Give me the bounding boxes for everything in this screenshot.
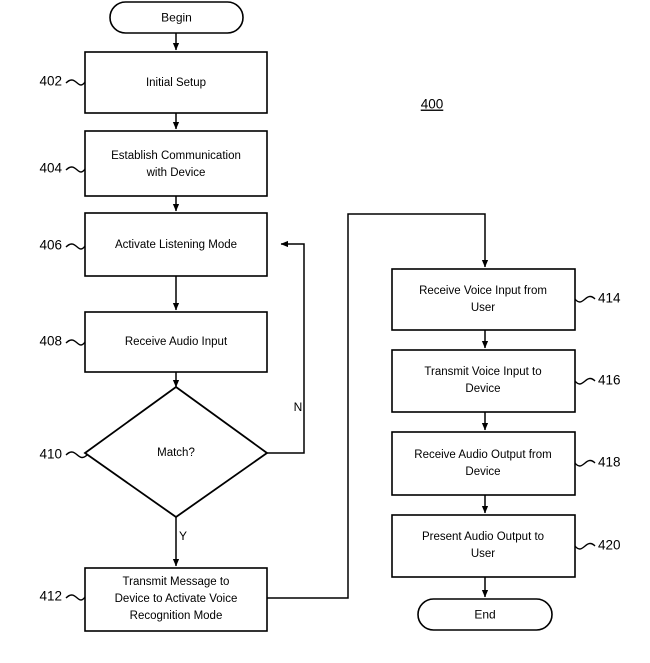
node-416-box [391, 349, 576, 413]
node-416-label-line1: Transmit Voice Input to [424, 366, 541, 378]
node-420-box [391, 514, 576, 578]
ref-number-418: 418 [598, 455, 621, 470]
branch-label-no: N [294, 400, 303, 414]
node-410-label: Match? [157, 447, 195, 459]
node-406-box [84, 212, 268, 277]
leader-420 [574, 542, 596, 550]
leader-414 [574, 295, 596, 303]
ref-number-414: 414 [598, 291, 621, 306]
ref-number-416: 416 [598, 373, 621, 388]
ref-number-402: 402 [39, 74, 62, 89]
connector-412-to-414 [267, 213, 489, 599]
ref-number-420: 420 [598, 538, 621, 553]
node-412-label-line1: Transmit Message to [123, 576, 230, 588]
branch-label-yes: Y [179, 529, 187, 543]
node-420: Present Audio Output to User 420 [391, 514, 621, 578]
node-404: Establish Communication with Device 404 [39, 130, 268, 197]
leader-408 [65, 339, 86, 346]
terminator-begin-label: Begin [161, 11, 192, 25]
node-416-label-line2: Device [465, 383, 500, 395]
leader-418 [574, 459, 596, 467]
node-408: Receive Audio Input 408 [39, 311, 268, 373]
node-408-label: Receive Audio Input [125, 336, 228, 348]
figure-number-label: 400 [421, 97, 444, 112]
ref-number-404: 404 [39, 161, 62, 176]
node-414-label-line1: Receive Voice Input from [419, 285, 547, 297]
node-414-box [391, 268, 576, 331]
terminator-begin: Begin [109, 1, 244, 34]
leader-416 [574, 377, 596, 385]
node-420-label-line2: User [471, 548, 495, 560]
leader-404 [65, 166, 86, 173]
node-420-label-line1: Present Audio Output to [422, 531, 544, 543]
node-404-label-line1: Establish Communication [111, 150, 241, 162]
node-412-label-line3: Recognition Mode [130, 610, 223, 622]
node-412-label-line2: Device to Activate Voice [115, 593, 238, 605]
node-402: Initial Setup 402 [39, 51, 268, 114]
node-404-box [84, 130, 268, 197]
leader-410 [65, 451, 88, 459]
node-410-diamond [83, 385, 269, 519]
node-418: Receive Audio Output from Device 418 [391, 431, 621, 496]
terminator-end-label: End [474, 608, 495, 622]
node-416: Transmit Voice Input to Device 416 [391, 349, 621, 413]
node-414: Receive Voice Input from User 414 [391, 268, 621, 331]
ref-number-406: 406 [39, 238, 62, 253]
connector-group [172, 33, 489, 599]
leader-412 [65, 594, 86, 601]
node-412: Transmit Message to Device to Activate V… [39, 567, 268, 632]
terminator-end: End [417, 598, 553, 631]
node-412-box [84, 567, 268, 632]
ref-number-410: 410 [39, 447, 62, 462]
node-404-label-line2: with Device [146, 167, 206, 179]
ref-number-408: 408 [39, 334, 62, 349]
node-418-label-line2: Device [465, 466, 500, 478]
node-418-box [391, 431, 576, 496]
node-418-label-line1: Receive Audio Output from [414, 449, 551, 461]
node-408-box [84, 311, 268, 373]
ref-number-412: 412 [39, 589, 62, 604]
node-406-label: Activate Listening Mode [115, 239, 237, 251]
connector-410-no-to-406 [267, 240, 305, 454]
node-402-label: Initial Setup [146, 77, 206, 89]
node-410: Match? 410 [39, 385, 269, 519]
node-414-label-line2: User [471, 302, 495, 314]
node-406: Activate Listening Mode 406 [39, 212, 268, 277]
leader-406 [65, 243, 86, 250]
leader-402 [65, 79, 86, 86]
